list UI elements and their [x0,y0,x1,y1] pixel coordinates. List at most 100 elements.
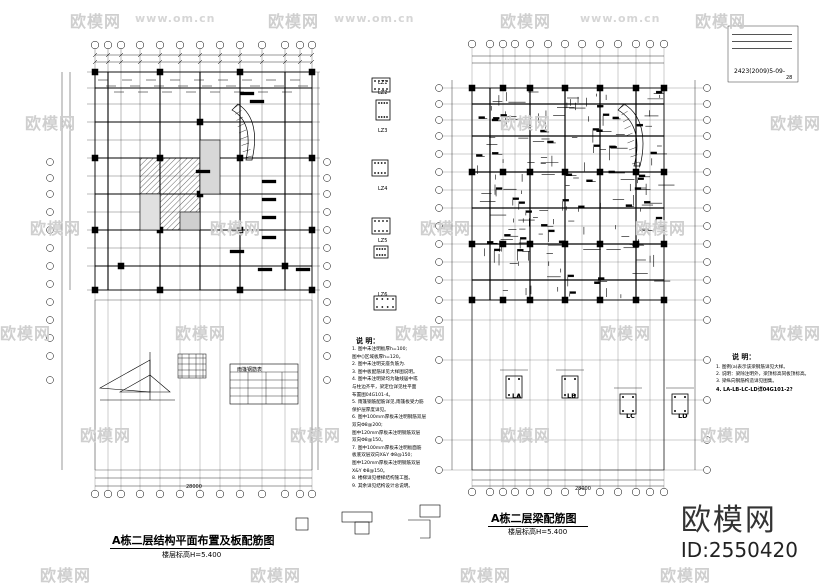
dimension-tick [177,59,183,65]
middle-note-line: 9. 其余详见结构设计总说明。 [352,483,413,489]
grid-axis-bubble [703,168,711,176]
beam-rebar-dot [574,394,576,396]
column-rebar-dot [386,102,388,104]
annotation-label [261,235,277,240]
column-mark [91,68,99,76]
brand-block: 欧模网 ID:2550420 [680,504,798,563]
beam-section-drawing [505,375,523,399]
beam-rebar-dot [622,396,624,398]
column-mark [632,240,640,248]
column-mark [499,84,507,92]
grid-axis-bubble [280,40,290,50]
column-mark [632,84,640,92]
column-rebar-dot [378,80,380,82]
dimension-tick [105,59,111,65]
beam-rebar-dot [684,410,686,412]
grid-axis-bubble [46,280,54,288]
column-section [371,77,391,93]
spiral-stair [617,103,644,167]
column-rebar-dot [380,102,383,104]
column-mark [468,84,476,92]
column-mark [196,118,204,126]
grid-axis-bubble [498,39,508,49]
left-sheet-title: A栋二层结构平面布置及板配筋图 [112,534,275,547]
column-rebar-dot [378,230,380,232]
grid-axis-bubble [116,40,126,50]
grid-axis-bubble [467,487,477,497]
beam-rebar-annotation [586,179,593,182]
column-section [371,217,391,235]
grid-axis-bubble [485,487,495,497]
column-rebar-dot [384,254,386,256]
column-rebar-dot [374,230,376,232]
column-rebar-dot [378,116,380,118]
beam-section-drawing [561,375,579,399]
column-rebar-dot [374,162,376,164]
column-mark [526,240,534,248]
grid-axis-bubble [435,258,443,266]
grid-axis-bubble [703,116,711,124]
beam-rebar-annotation [512,197,519,200]
beam-section-label: LD [678,412,688,420]
grid-axis-bubble [323,174,331,182]
beam-rebar-annotation [492,152,499,155]
column-rebar-dot [378,220,380,222]
grid-axis-bubble [175,489,185,499]
beam-rebar-annotation [650,151,657,155]
column-label: LZ3 [378,128,388,134]
rain-canopy-table-title: 雨篷钢筋表 [237,367,263,373]
grid-axis-bubble [703,186,711,194]
brand-id: ID:2550420 [680,538,798,562]
grid-axis-bubble [525,39,535,49]
beam-rebar-annotation [495,187,503,190]
dimension-tick [197,52,203,58]
grid-axis-bubble [703,258,711,266]
beam-rebar-dot [632,396,634,398]
beam-rebar-dot [622,410,624,412]
shaded-slab-region [199,139,221,195]
left-scale-note: 楼层标高H=5.400 [162,551,222,559]
grid-axis-bubble [595,39,605,49]
column-rebar-dot [384,162,386,164]
column-rebar-dot [376,298,378,300]
grid-axis-bubble [703,296,711,304]
grid-axis-bubble [195,489,205,499]
middle-note-line: 与柱边齐平，梁定位详见柱平面 [352,385,417,390]
grid-axis-bubble [155,489,165,499]
column-label: LZ6 [378,292,388,298]
middle-note-line: 5. 雨篷钢筋配筋详见,雨篷板受力筋 [352,400,424,406]
beam-rebar-annotation [517,248,524,252]
grid-axis-bubble [46,190,54,198]
dimension-tick [297,59,303,65]
column-rebar-dot [378,248,381,250]
grid-axis-bubble [90,489,100,499]
beam-rebar-dot [674,410,676,412]
column-mark [308,68,316,76]
dimension-tick [157,59,163,65]
grid-axis-bubble [435,116,443,124]
beam-section-label: LC [626,412,635,420]
column-rebar-dot [381,306,384,308]
dimension-tick [197,59,203,65]
grid-axis-bubble [435,132,443,140]
column-mark [156,286,164,294]
right-notes-title: 说 明： [732,353,756,361]
grid-axis-bubble [645,39,655,49]
grid-axis-bubble [323,244,331,252]
stair-tread [625,132,633,137]
beam-rebar-annotation [597,105,604,108]
dimension-tick [309,52,315,58]
column-mark [91,154,99,162]
beam-rebar-annotation [612,116,619,120]
column-rebar-dot [384,248,386,250]
column-label: LZ2 [378,90,388,96]
column-mark [236,68,244,76]
plan-outline [471,87,665,301]
grid-axis-bubble [510,39,520,49]
drawing-number-suffix: 28 [786,75,793,81]
stair-tread [619,103,627,109]
annotation-label [261,179,277,184]
beam-rebar-annotation [569,291,576,294]
lower-frame [471,299,665,471]
grid-axis-bubble [46,226,54,234]
